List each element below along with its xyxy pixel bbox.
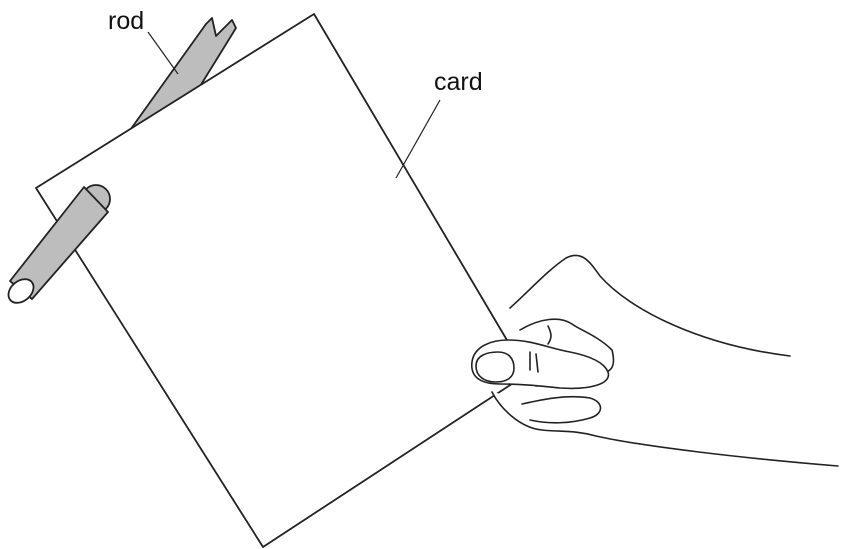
hand: [471, 254, 839, 467]
rod-label: rod: [108, 7, 144, 35]
rod-lower-segment: [7, 184, 111, 304]
thumbnail: [475, 351, 515, 383]
middle-finger: [521, 395, 602, 424]
thumb: [471, 339, 610, 390]
hand-upper-edge: [509, 254, 791, 357]
card-label: card: [434, 68, 483, 96]
rod-leader-line: [147, 31, 179, 75]
fingers-under-card: [491, 391, 839, 467]
card-leader-line: [395, 99, 441, 179]
